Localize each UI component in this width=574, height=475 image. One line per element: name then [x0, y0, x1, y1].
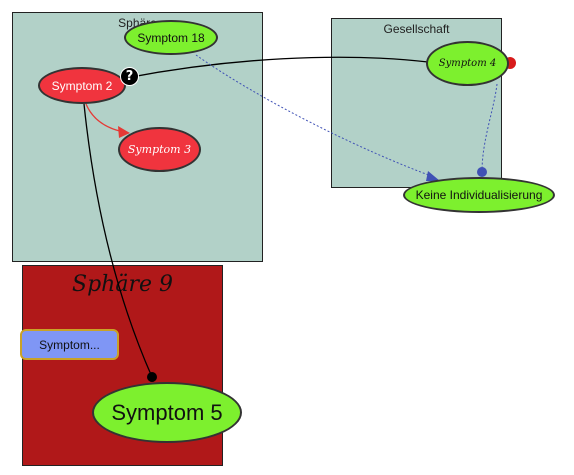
group-title-gesellschaft: Gesellschaft	[383, 22, 450, 36]
node-symptom-5[interactable]: Symptom 5	[92, 382, 242, 443]
group-title-sphaere-9: Sphäre 9	[72, 272, 173, 297]
node-symptom-18[interactable]: Symptom 18	[124, 20, 218, 55]
edge-end-dot-black	[147, 372, 157, 382]
node-symptom-3[interactable]: Symptom 3	[118, 127, 201, 172]
node-keine-individualisierung[interactable]: Keine Individualisierung	[403, 177, 555, 213]
question-mark-icon[interactable]: ?	[120, 67, 139, 86]
node-symptom-2[interactable]: Symptom 2	[38, 67, 126, 104]
edge-symptom4-keine[interactable]	[481, 83, 498, 173]
edge-symptom2-symptom5[interactable]	[83, 103, 153, 378]
node-symptom-4[interactable]: Symptom 4	[426, 41, 509, 86]
edge-symptom18-keine[interactable]	[195, 54, 435, 178]
node-symptom-collapsed[interactable]: Symptom...	[20, 329, 119, 360]
edge-end-dot-blue	[477, 167, 487, 177]
arrowhead-red	[118, 126, 130, 138]
arrowhead-blue	[426, 171, 440, 181]
edge-symptom2-symptom4[interactable]	[125, 56, 429, 79]
